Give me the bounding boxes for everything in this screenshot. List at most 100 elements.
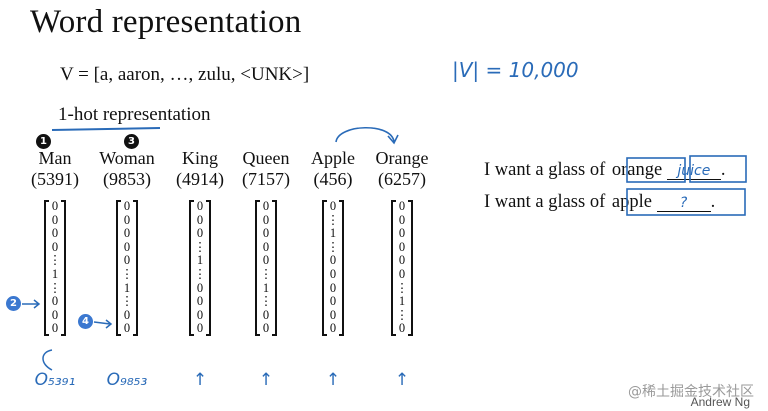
word-header: Man(5391)	[10, 148, 100, 190]
word-label: Queen	[242, 148, 290, 168]
marker-three: 3	[124, 134, 139, 149]
sentence-word: orange	[611, 160, 663, 180]
vector-cell: 0	[196, 212, 204, 227]
arrow-right-icon	[22, 299, 41, 309]
vector-cell: 0	[262, 239, 270, 254]
vector-cell: ⋮	[48, 253, 62, 268]
vector-cell: 0	[196, 307, 204, 322]
vector-cell: 1	[329, 226, 337, 241]
vector-cell: 1	[51, 266, 59, 281]
apple-orange-arc	[335, 126, 395, 143]
vector-annotation: ↑	[394, 370, 410, 390]
sentence-apple: I want a glass of apple ?.	[484, 192, 715, 213]
vector-cell: 0	[123, 212, 131, 227]
vector-cell: 0	[123, 253, 131, 268]
vector-cell: 0	[329, 307, 337, 322]
vector-cell: ⋮	[259, 266, 273, 281]
vector-cell: 0	[51, 226, 59, 241]
vector-annotation: O₉₈₅₃	[106, 370, 148, 390]
right-bracket	[61, 200, 66, 336]
word-header: Woman(9853)	[82, 148, 172, 190]
watermark: @稀土掘金技术社区	[628, 384, 754, 400]
vector-cell: 0	[329, 294, 337, 309]
sentence-blank: ?	[656, 195, 711, 212]
vector-cell: 0	[262, 212, 270, 227]
vector-cell: 0	[123, 307, 131, 322]
vector-cell: 0	[398, 253, 406, 268]
arrow-right-icon	[93, 319, 113, 329]
vector-annotation: ↑	[192, 370, 208, 390]
vector-cell: 0	[398, 266, 406, 281]
right-bracket	[133, 200, 138, 336]
vector-cell: 0	[51, 239, 59, 254]
word-label: Woman	[99, 148, 155, 168]
left-bracket	[322, 200, 327, 336]
vector-cell: 0	[398, 321, 406, 336]
vector-cell: 0	[196, 226, 204, 241]
word-header: Apple(456)	[288, 148, 378, 190]
vector-cell: 0	[398, 239, 406, 254]
vector-cell: 0	[123, 226, 131, 241]
vector-annotation: ↑	[258, 370, 274, 390]
left-bracket	[255, 200, 260, 336]
vector-cell: ⋮	[120, 294, 134, 309]
word-index: (4914)	[176, 169, 224, 189]
vector-cell: 0	[51, 321, 59, 336]
word-label: Orange	[375, 148, 429, 168]
sentence-orange: I want a glass of orange juice.	[484, 160, 725, 181]
vector-cell: 0	[196, 321, 204, 336]
box-apple	[626, 188, 746, 216]
word-header: King(4914)	[155, 148, 245, 190]
sentence-prefix: I want a glass of	[484, 192, 606, 212]
marker-two: 2	[6, 296, 21, 311]
vector-cell: 0	[329, 266, 337, 281]
box-orange	[626, 157, 686, 183]
vector-cell: ⋮	[395, 307, 409, 322]
vector-annotation: ↑	[325, 370, 341, 390]
right-bracket	[206, 200, 211, 336]
vector-cell: 1	[262, 280, 270, 295]
word-index: (7157)	[242, 169, 290, 189]
vector-cell: 0	[262, 253, 270, 268]
vector-cell: 0	[329, 253, 337, 268]
vector-cell: 0	[123, 239, 131, 254]
marker-one: 1	[36, 134, 51, 149]
vector-cell: 0	[329, 321, 337, 336]
arc-arrowhead-icon	[387, 134, 399, 145]
word-label: Apple	[311, 148, 355, 168]
vector-cell: 0	[262, 307, 270, 322]
left-bracket	[391, 200, 396, 336]
vector-cell: ⋮	[326, 212, 340, 227]
box-juice	[689, 155, 747, 183]
curl-stroke	[42, 349, 53, 371]
word-header: Orange(6257)	[357, 148, 447, 190]
word-index: (5391)	[31, 169, 79, 189]
vector-cell: 0	[196, 199, 204, 213]
vector-cell: ⋮	[395, 280, 409, 295]
vector-cell: 0	[398, 199, 406, 213]
vector-cell: 0	[329, 199, 337, 213]
vector-cell: 0	[398, 226, 406, 241]
vector-cell: 1	[398, 294, 406, 309]
vector-cell: 0	[262, 226, 270, 241]
right-bracket	[408, 200, 413, 336]
vocabulary-definition: V = [a, aaron, …, zulu, <UNK>]	[60, 64, 310, 85]
vector-annotation: O₅₃₉₁	[34, 370, 76, 390]
word-index: (6257)	[378, 169, 426, 189]
vector-cell: ⋮	[48, 280, 62, 295]
left-bracket	[189, 200, 194, 336]
word-index: (9853)	[103, 169, 151, 189]
sentence-word: apple	[611, 192, 652, 212]
vector-cell: 0	[262, 199, 270, 213]
sentence-prefix: I want a glass of	[484, 160, 606, 180]
vector-cell: 0	[262, 321, 270, 336]
vector-cell: ⋮	[326, 239, 340, 254]
vector-cell: 0	[51, 199, 59, 213]
